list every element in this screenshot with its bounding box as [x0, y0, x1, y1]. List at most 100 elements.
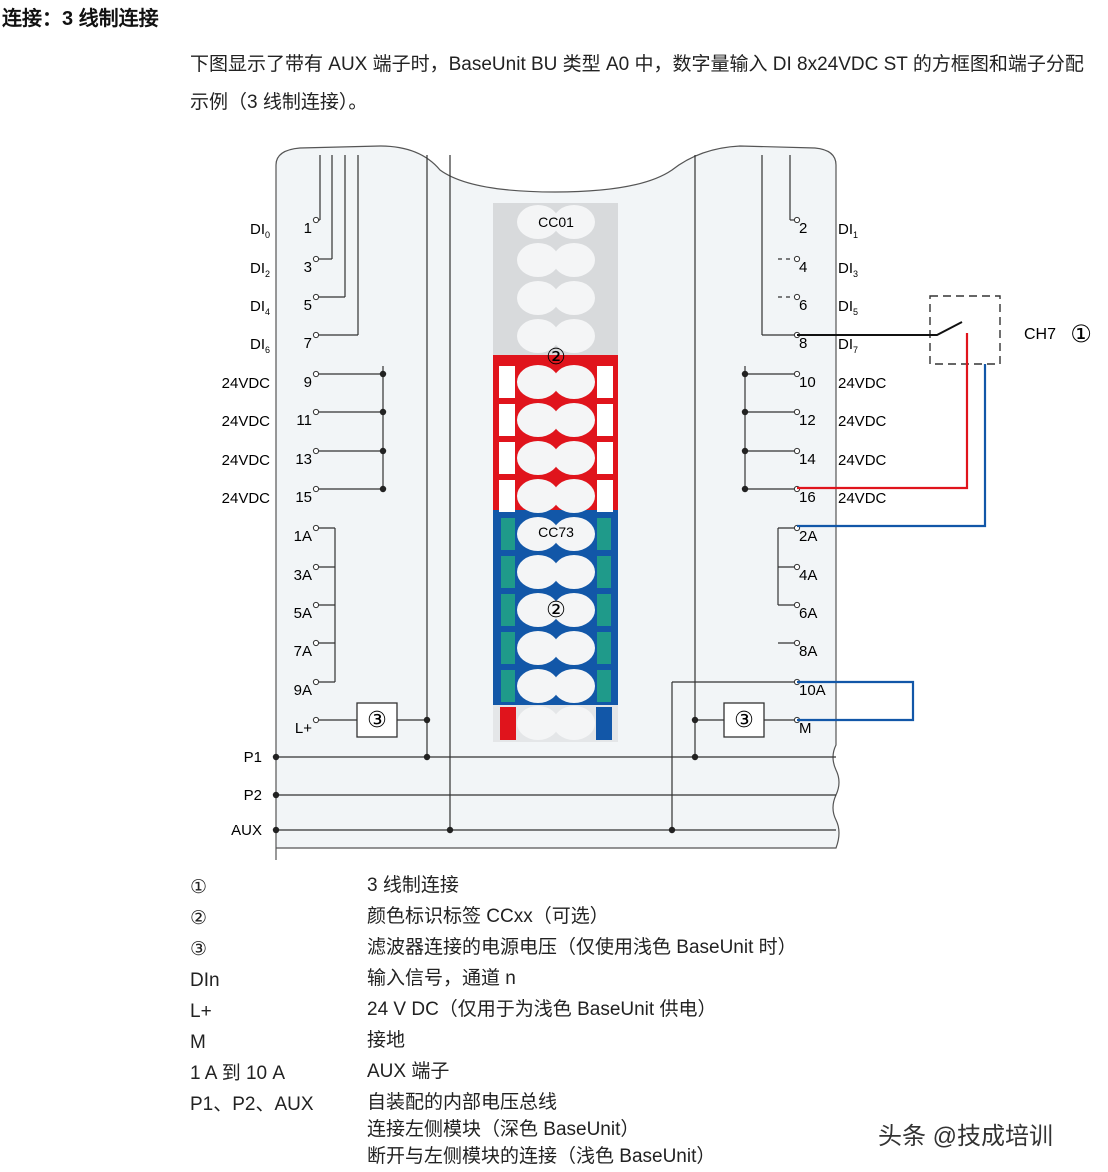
- terminal-label: DI4: [250, 298, 270, 317]
- terminal-7: [312, 331, 320, 339]
- legend-value: 连接左侧模块（深色 BaseUnit）: [367, 1119, 640, 1140]
- wire-m-blue: [797, 364, 987, 528]
- side-tab: [597, 670, 611, 702]
- section-heading: 连接：3 线制连接: [2, 8, 159, 30]
- terminal-number: 15: [295, 489, 312, 506]
- legend-key: ③: [190, 939, 208, 960]
- terminal-4: [793, 255, 801, 263]
- terminal-label: DI6: [250, 336, 270, 355]
- terminal-6: [793, 293, 801, 301]
- label-slot: [517, 631, 559, 665]
- terminal-label: 24VDC: [838, 452, 887, 469]
- terminal-number: 7: [304, 335, 312, 352]
- label-slot: [517, 243, 559, 277]
- label-slot: [517, 205, 559, 239]
- legend-key: 1 A 到 10 A: [190, 1063, 286, 1084]
- terminal-number: 11: [296, 412, 312, 429]
- legend-key: M: [190, 1032, 206, 1053]
- label-slot: [553, 319, 595, 353]
- terminal-number: 6: [799, 297, 807, 314]
- terminal-number: 5: [304, 297, 312, 314]
- terminal-number: 7A: [294, 643, 312, 660]
- junction-dot: [741, 408, 749, 416]
- junction-dot: [668, 826, 676, 834]
- terminal-label: DI3: [838, 260, 858, 279]
- label-slot: [553, 365, 595, 399]
- terminal-label: DI1: [838, 221, 858, 240]
- label-slot: [517, 479, 559, 513]
- terminal-10: [793, 370, 801, 378]
- terminal-15: [312, 485, 320, 493]
- label-slot: [553, 555, 595, 589]
- terminal-8A: [793, 639, 801, 647]
- label-slot: [517, 319, 559, 353]
- junction-dot: [423, 716, 431, 724]
- terminal-label: DI0: [250, 221, 270, 240]
- side-tab: [499, 442, 515, 474]
- terminal-label: 24VDC: [838, 413, 887, 430]
- side-tab: [501, 670, 515, 702]
- sensor-box-ch7: [929, 295, 1001, 365]
- label-cc73: CC73: [538, 524, 574, 540]
- label-slot: [553, 281, 595, 315]
- side-tab: [597, 518, 611, 550]
- junction-dot: [741, 447, 749, 455]
- junction-dot: [446, 826, 454, 834]
- label-slot: [517, 365, 559, 399]
- terminal-number: 4: [799, 259, 807, 276]
- junction-dot: [379, 485, 387, 493]
- wire-24v-red: [797, 333, 969, 490]
- terminal-9: [312, 370, 320, 378]
- side-tab: [597, 366, 613, 398]
- label-slot: [553, 517, 595, 551]
- side-tab: [499, 480, 515, 512]
- terminal-number: 2A: [799, 528, 817, 545]
- label-cc01: CC01: [538, 214, 574, 230]
- terminal-label: 24VDC: [838, 490, 887, 507]
- terminal-4A: [793, 563, 801, 571]
- side-tab: [597, 442, 613, 474]
- label-slot: [517, 441, 559, 475]
- junction-dot: [272, 826, 280, 834]
- legend-key: ②: [190, 908, 208, 929]
- terminal-number: 14: [799, 451, 816, 468]
- red-marker: [500, 707, 516, 740]
- terminal-label: 24VDC: [222, 413, 271, 430]
- terminal-number: 5A: [294, 605, 312, 622]
- terminal-label: 24VDC: [222, 452, 271, 469]
- terminal-number: 1A: [294, 528, 312, 545]
- terminal-number: 3A: [294, 567, 312, 584]
- junction-dot: [272, 753, 280, 761]
- label-slot: [517, 555, 559, 589]
- junction-dot: [379, 408, 387, 416]
- side-tab: [597, 632, 611, 664]
- watermark: 头条 @技成培训: [878, 1123, 1054, 1150]
- label-slot: [517, 706, 559, 740]
- label-slot: [553, 631, 595, 665]
- marker-3-right: ③: [734, 707, 754, 732]
- terminal-label: DI2: [250, 260, 270, 279]
- terminal-number: 12: [799, 412, 816, 429]
- terminal-number: 9A: [294, 682, 312, 699]
- legend-row: L+24 V DC（仅用于为浅色 BaseUnit 供电）: [190, 996, 797, 1027]
- terminal-7A: [312, 639, 320, 647]
- label-slot: [517, 403, 559, 437]
- label-slot: [553, 706, 595, 740]
- label-slot: [517, 669, 559, 703]
- junction-dot: [741, 370, 749, 378]
- legend-value: 断开与左侧模块的连接（浅色 BaseUnit）: [367, 1146, 716, 1167]
- legend-key: DIn: [190, 970, 220, 991]
- side-tab: [501, 632, 515, 664]
- terminal-5: [312, 293, 320, 301]
- terminal-12: [793, 408, 801, 416]
- legend-value: 输入信号，通道 n: [367, 968, 516, 989]
- marker-2-top: ②: [546, 344, 566, 369]
- terminal-number: 1: [304, 220, 312, 237]
